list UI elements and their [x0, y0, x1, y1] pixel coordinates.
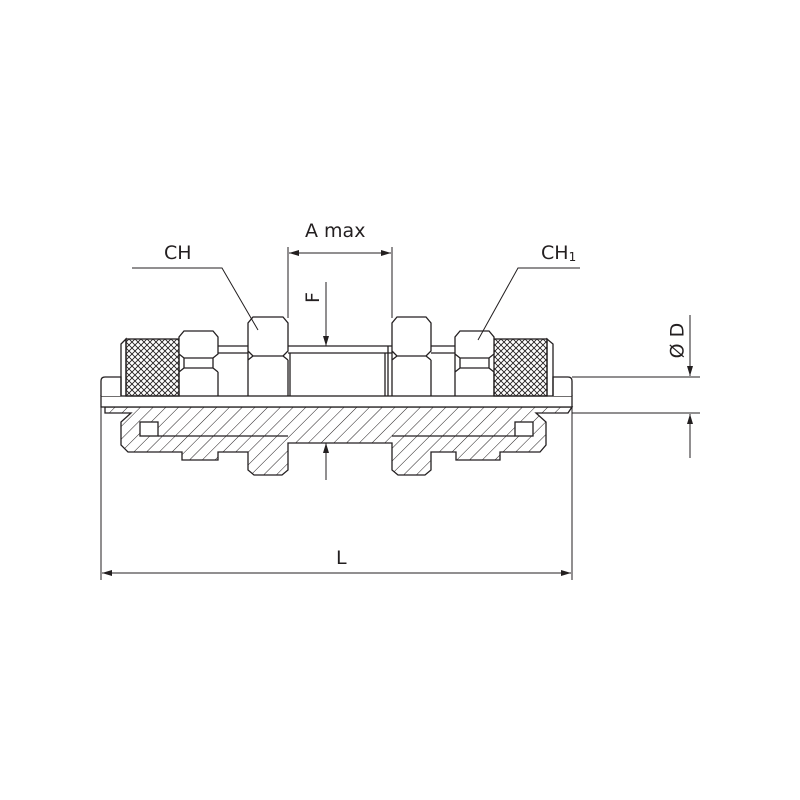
nut-left: [247, 316, 289, 396]
label-length: L: [336, 547, 347, 569]
nut-ch1-right: [454, 330, 495, 396]
label-ch1: CH1: [541, 242, 577, 264]
inner-seal-left: [139, 421, 159, 437]
nut-ch-left: [178, 330, 219, 396]
body-section: [104, 406, 574, 476]
label-f: F: [301, 292, 324, 303]
a-max-ext: [287, 247, 393, 318]
knurl-right: [493, 338, 548, 397]
knurl-left: [125, 338, 180, 397]
label-diameter-d: Ø D: [666, 322, 689, 359]
nut-right: [391, 316, 432, 396]
label-ch1-main: CH: [541, 242, 569, 264]
label-ch: CH: [164, 242, 192, 264]
ch-leader: [132, 267, 259, 331]
inner-seal-right: [514, 421, 534, 437]
label-a-max: A max: [305, 220, 366, 242]
end-left: [100, 376, 122, 396]
end-right: [552, 376, 573, 396]
tube: [100, 395, 573, 408]
ch1-leader: [477, 267, 580, 341]
label-ch1-sub: 1: [568, 250, 577, 264]
